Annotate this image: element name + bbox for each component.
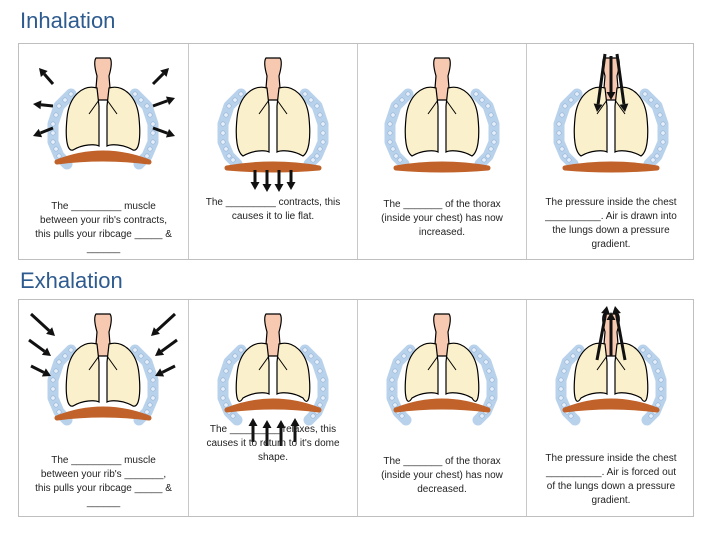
ribcage-left xyxy=(553,88,583,170)
arrow-icon xyxy=(615,53,629,112)
right-lung xyxy=(445,86,480,157)
ribcage-right xyxy=(639,88,669,170)
arrow-icon xyxy=(262,420,272,446)
arrow-icon xyxy=(152,126,175,138)
arrow-icon xyxy=(276,420,286,446)
caption: The pressure inside the chest __________… xyxy=(545,197,677,250)
arrow-icon xyxy=(29,312,55,336)
diaphragm xyxy=(54,406,152,421)
bronchi xyxy=(258,99,288,115)
thorax-volume-diagram xyxy=(384,57,500,173)
bronchi xyxy=(88,355,118,371)
caption: The _________ muscle between your rib's … xyxy=(35,455,172,508)
diaphragm-relaxing-diagram xyxy=(217,313,329,446)
left-lung xyxy=(404,86,439,157)
arrow-icon xyxy=(606,56,616,100)
left-lung xyxy=(404,342,439,402)
air-drawn-in-diagram xyxy=(553,53,669,173)
bronchi xyxy=(88,99,118,115)
left-lung xyxy=(65,342,100,407)
arrow-icon xyxy=(286,170,296,190)
bronchi xyxy=(596,355,626,371)
arrow-icon xyxy=(593,53,607,112)
right-lung xyxy=(445,342,480,402)
exhalation-grid: The _________ muscle between your rib's … xyxy=(18,299,694,517)
arrow-icon xyxy=(28,338,51,356)
ribcage-left xyxy=(217,344,247,426)
exhalation-panel-2: The _________ relaxes, this causes it to… xyxy=(188,300,357,516)
caption: The _________ muscle between your rib's … xyxy=(35,201,172,254)
left-lung xyxy=(235,86,270,157)
arrow-icon xyxy=(33,100,54,110)
arrow-icon xyxy=(248,418,258,442)
inhalation-panel-1: The _________ muscle between your rib's … xyxy=(19,44,188,259)
right-lung xyxy=(106,86,141,151)
ribcage-right xyxy=(299,344,329,426)
left-lung xyxy=(65,86,100,151)
arrow-icon xyxy=(262,170,272,192)
ribcage-right xyxy=(470,88,500,170)
diaphragm xyxy=(562,161,660,173)
arrow-icon xyxy=(152,96,175,108)
arrow-icon xyxy=(155,338,178,356)
ribcage-right xyxy=(637,344,667,426)
arrow-icon xyxy=(250,170,260,190)
ribcage-left xyxy=(384,88,414,170)
caption: The pressure inside the chest __________… xyxy=(545,453,677,506)
ribcage-left xyxy=(555,344,585,426)
ribcage-right xyxy=(299,88,329,170)
caption: The _________ relaxes, this causes it to… xyxy=(206,424,340,463)
arrow-icon xyxy=(151,312,177,336)
ribcage-contracting-diagram xyxy=(28,312,178,426)
right-lung xyxy=(106,342,141,407)
arrow-icon xyxy=(33,126,54,138)
diaphragm xyxy=(393,161,491,173)
ribcage-left xyxy=(47,88,77,170)
air-forced-out-diagram xyxy=(555,306,667,426)
arrow-icon xyxy=(290,418,300,442)
right-lung xyxy=(276,342,311,402)
arrow-icon xyxy=(612,306,627,361)
diaphragm-contracting-diagram xyxy=(217,57,329,192)
arrow-icon xyxy=(30,364,51,377)
left-lung xyxy=(235,342,270,402)
ribcage-left xyxy=(217,88,247,170)
arrow-icon xyxy=(595,306,610,361)
exhalation-panel-1: The _________ muscle between your rib's … xyxy=(19,300,188,516)
arrow-icon xyxy=(39,68,55,85)
exhalation-panel-3: The _______ of the thorax (inside your c… xyxy=(357,300,526,516)
thorax-volume-decrease-diagram xyxy=(386,313,498,426)
diaphragm xyxy=(54,150,152,165)
arrow-icon xyxy=(274,170,284,192)
right-lung xyxy=(276,86,311,157)
caption: The _______ of the thorax (inside your c… xyxy=(381,456,503,495)
diaphragm xyxy=(393,398,491,413)
diaphragm xyxy=(224,398,322,413)
caption: The _______ of the thorax (inside your c… xyxy=(381,199,503,238)
ribcage-expanding-diagram xyxy=(33,57,175,170)
ribcage-left xyxy=(386,344,416,426)
arrow-icon xyxy=(151,68,169,86)
exhalation-panel-4: The pressure inside the chest __________… xyxy=(526,300,695,516)
arrow-icon xyxy=(606,312,616,356)
inhalation-heading: Inhalation xyxy=(20,8,116,33)
inhalation-panel-4: The pressure inside the chest __________… xyxy=(526,44,695,259)
bronchi xyxy=(596,99,626,115)
inhalation-panel-3: The _______ of the thorax (inside your c… xyxy=(357,44,526,259)
diaphragm xyxy=(224,161,322,173)
inhalation-grid: The _________ muscle between your rib's … xyxy=(18,43,694,260)
arrow-icon xyxy=(155,364,176,377)
bronchi xyxy=(258,355,288,371)
bronchi xyxy=(427,99,457,115)
inhalation-panel-2: The _________ contracts, this causes it … xyxy=(188,44,357,259)
exhalation-heading: Exhalation xyxy=(20,268,123,293)
bronchi xyxy=(427,355,457,371)
diaphragm xyxy=(562,398,660,413)
caption: The _________ contracts, this causes it … xyxy=(205,197,341,222)
